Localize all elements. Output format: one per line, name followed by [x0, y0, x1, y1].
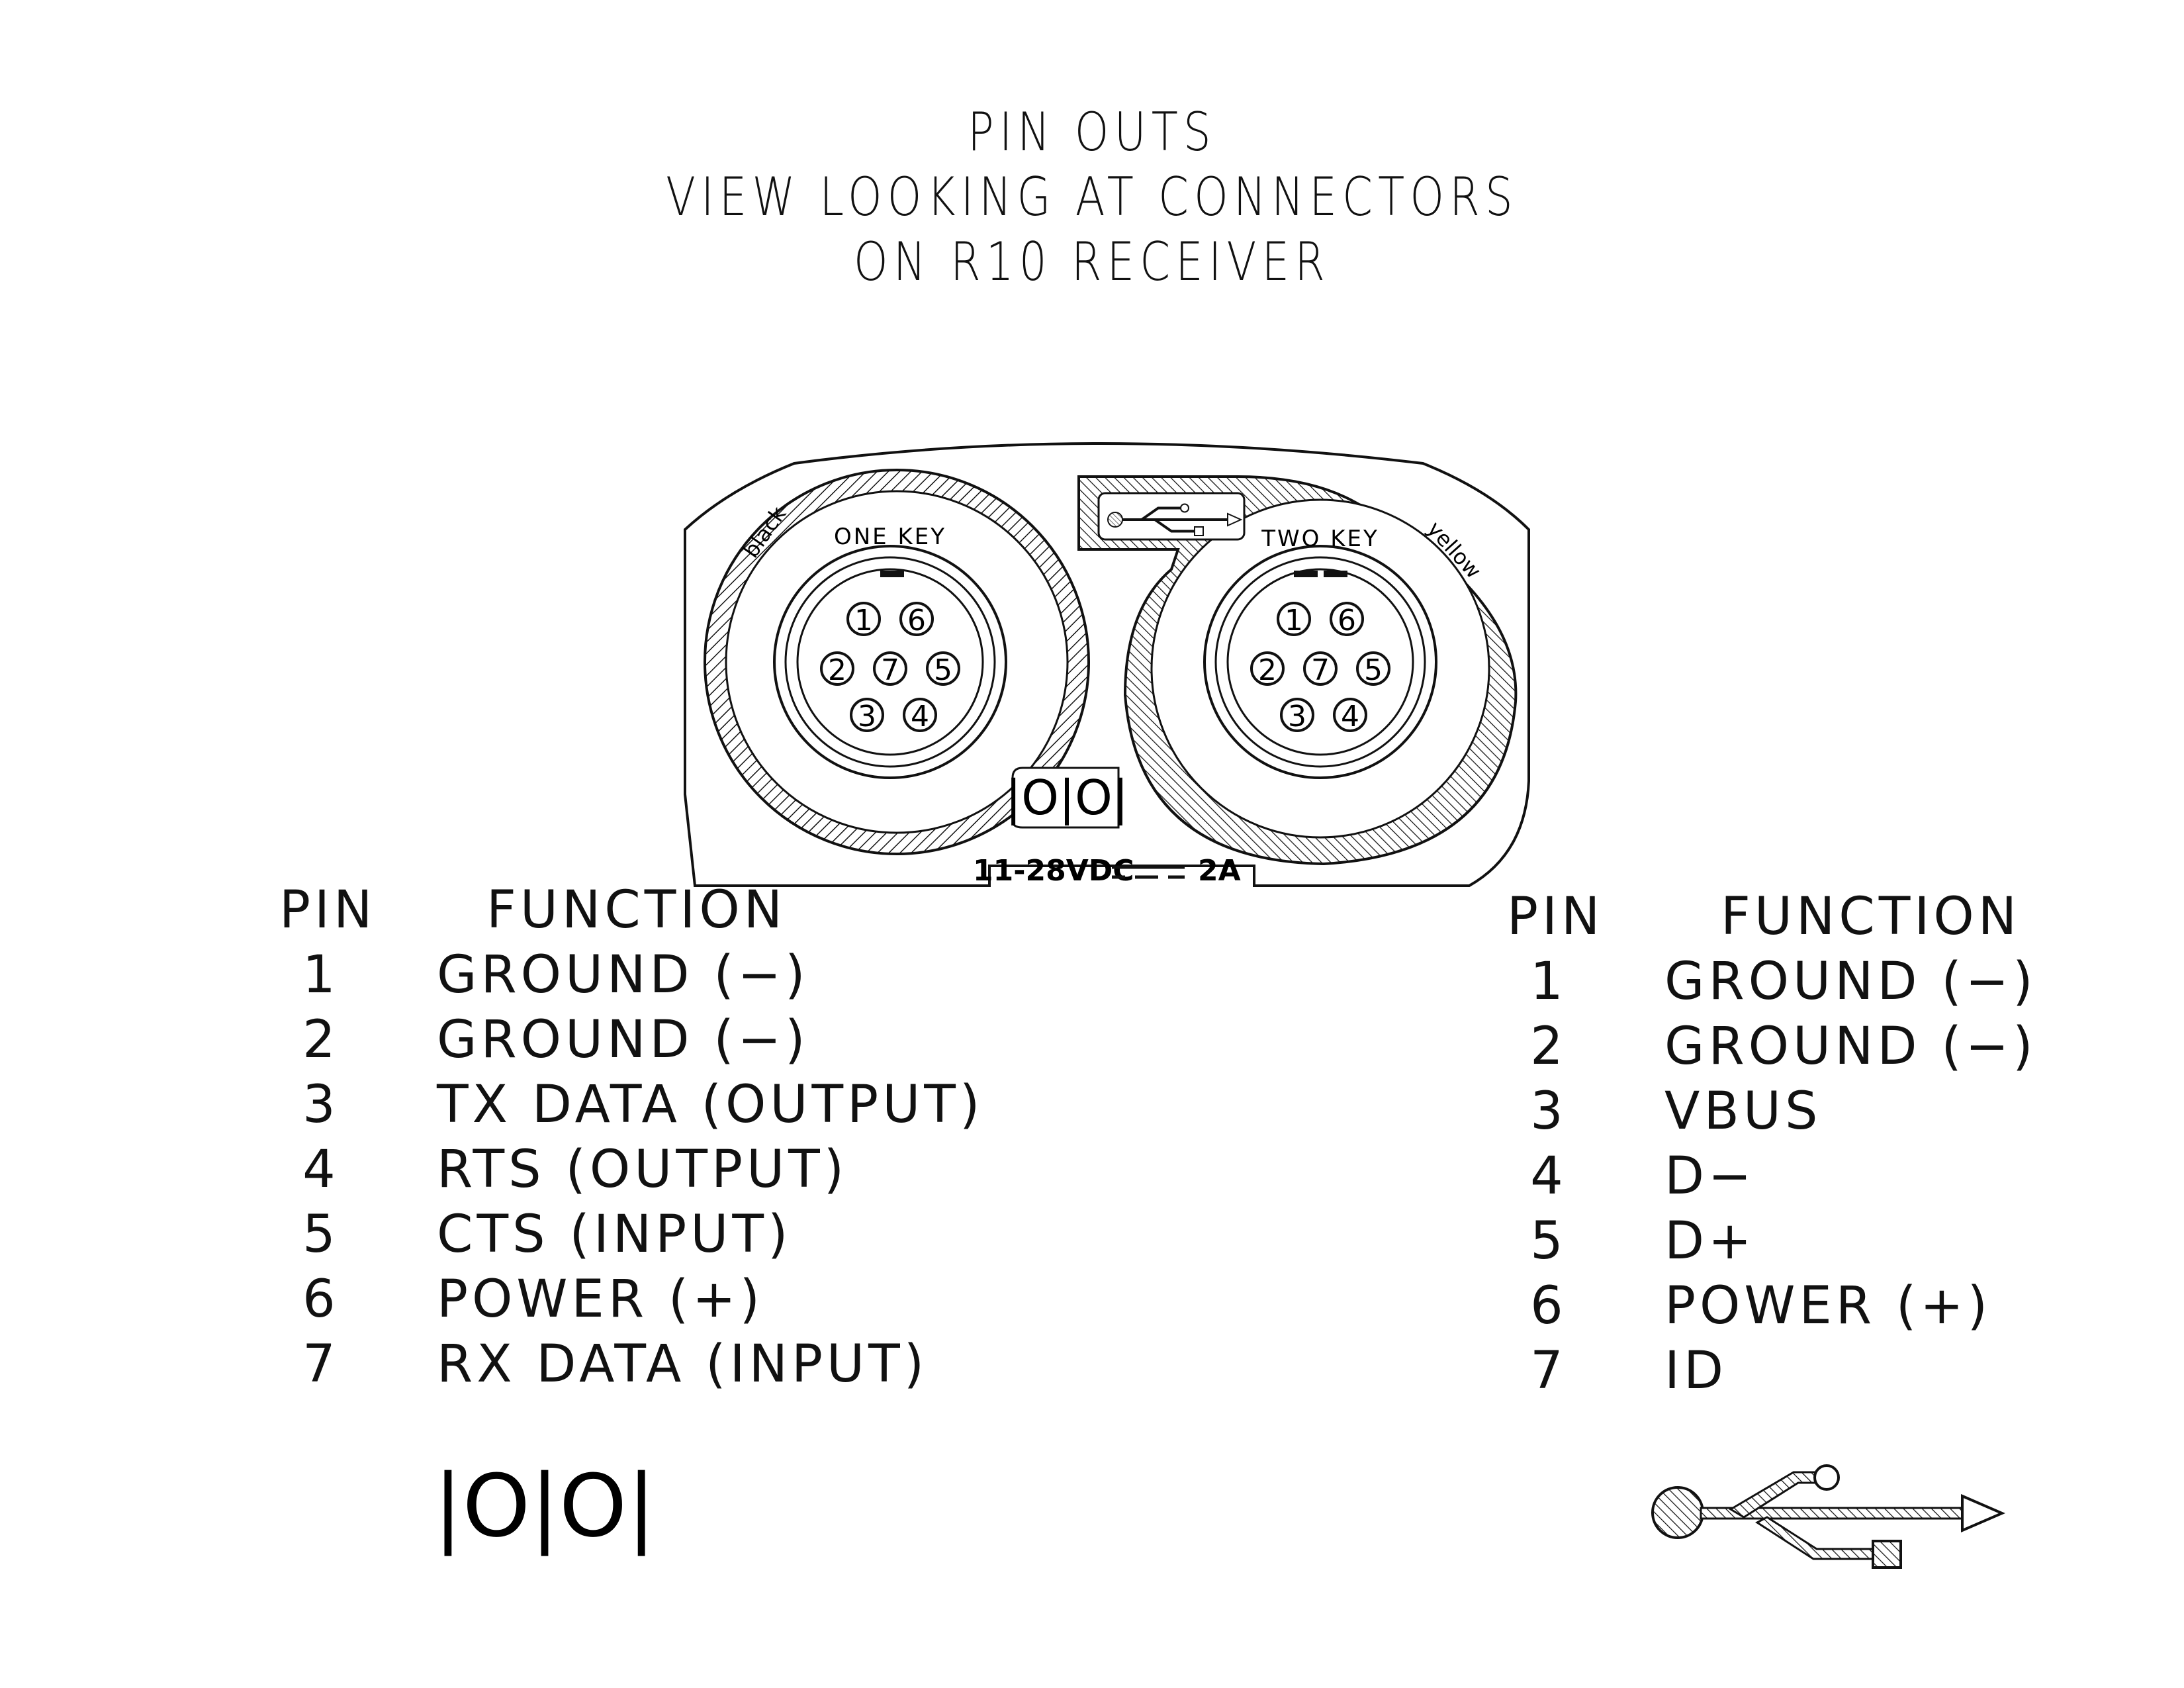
left-pin-6: 6: [899, 602, 934, 637]
pin-function: CTS (INPUT): [437, 1205, 792, 1264]
svg-text:5: 5: [934, 653, 952, 687]
svg-text:3: 3: [858, 700, 876, 733]
right-pin-7: 7: [1303, 651, 1338, 687]
pin-number: 3: [302, 1075, 340, 1135]
pin-number: 1: [1530, 952, 1567, 1011]
pin-function: GROUND (−): [437, 1010, 809, 1070]
right-pin-4: 4: [1333, 698, 1367, 733]
pin-function: ID: [1664, 1341, 1728, 1401]
usb-icon: [1107, 503, 1243, 536]
svg-text:2: 2: [828, 653, 846, 687]
pin-number: 4: [1530, 1147, 1567, 1206]
right-pin-1: 1: [1277, 602, 1311, 637]
title-line-1: PIN OUTS: [968, 101, 1216, 163]
left-pin-2: 2: [820, 651, 854, 687]
pin-function: RX DATA (INPUT): [437, 1335, 929, 1394]
svg-text:2: 2: [1258, 653, 1277, 687]
pin-number: 7: [1530, 1341, 1567, 1401]
pin-number: 5: [1530, 1211, 1567, 1271]
left-pin-4: 4: [903, 698, 937, 733]
pin-function: RTS (OUTPUT): [437, 1140, 848, 1199]
svg-text:1: 1: [1285, 604, 1303, 637]
svg-text:3: 3: [1288, 700, 1306, 733]
right-pin-2: 2: [1250, 651, 1285, 687]
title-line-2: VIEW LOOKING AT CONNECTORS: [666, 166, 1518, 228]
svg-text:6: 6: [907, 604, 926, 637]
header-pin: PIN: [1507, 887, 1604, 947]
pin-function: POWER (+): [437, 1270, 764, 1329]
left-pin-7: 7: [873, 651, 907, 687]
pin-number: 5: [302, 1205, 340, 1264]
pin-number: 1: [302, 945, 340, 1005]
serial-symbol: |O|O|: [433, 1456, 656, 1556]
title-line-3: ON R10 RECEIVER: [853, 231, 1330, 293]
left-key-label: ONE KEY: [834, 524, 946, 550]
svg-text:6: 6: [1338, 604, 1356, 637]
pin-number: 6: [1530, 1276, 1567, 1336]
svg-text:5: 5: [1364, 653, 1383, 687]
pin-number: 3: [1530, 1082, 1567, 1141]
pin-function: POWER (+): [1664, 1276, 1992, 1336]
svg-text:4: 4: [911, 700, 929, 733]
svg-text:7: 7: [1311, 653, 1330, 687]
left-pin-3: 3: [850, 698, 884, 733]
svg-text:1: 1: [854, 604, 873, 637]
pin-function: GROUND (−): [1664, 1017, 2037, 1076]
panel-serial-symbol: |O|O|: [1005, 767, 1128, 829]
pin-number: 7: [302, 1335, 340, 1394]
right-key-label: TWO KEY: [1261, 526, 1379, 552]
pin-number: 2: [1530, 1017, 1567, 1076]
header-pin: PIN: [279, 880, 377, 940]
pin-number: 6: [302, 1270, 340, 1329]
header-function: FUNCTION: [486, 880, 787, 940]
pin-function: GROUND (−): [437, 945, 809, 1005]
right-pin-5: 5: [1356, 651, 1390, 687]
pin-function: D−: [1664, 1147, 1756, 1206]
right-pin-6: 6: [1330, 602, 1364, 637]
svg-text:7: 7: [881, 653, 899, 687]
pin-function: TX DATA (OUTPUT): [437, 1075, 984, 1135]
usb-symbol-icon: [1651, 1464, 2006, 1569]
svg-text:2A: 2A: [1198, 854, 1241, 888]
pin-number: 2: [302, 1010, 340, 1070]
pin-function: GROUND (−): [1664, 952, 2037, 1011]
pin-function: D+: [1664, 1211, 1756, 1271]
power-rating: 11-28VDC 2A: [973, 854, 1241, 888]
pin-function: VBUS: [1664, 1082, 1822, 1141]
left-pin-1: 1: [846, 602, 881, 637]
left-pin-5: 5: [926, 651, 960, 687]
right-pin-3: 3: [1280, 698, 1314, 733]
svg-text:11-28VDC: 11-28VDC: [973, 854, 1134, 888]
svg-text:|O|O|: |O|O|: [1005, 770, 1128, 826]
header-function: FUNCTION: [1721, 887, 2021, 947]
svg-text:4: 4: [1341, 700, 1359, 733]
pin-number: 4: [302, 1140, 340, 1199]
left-connector: 1 6 2 7 5 3 4 ONE KEY black: [704, 469, 1090, 855]
